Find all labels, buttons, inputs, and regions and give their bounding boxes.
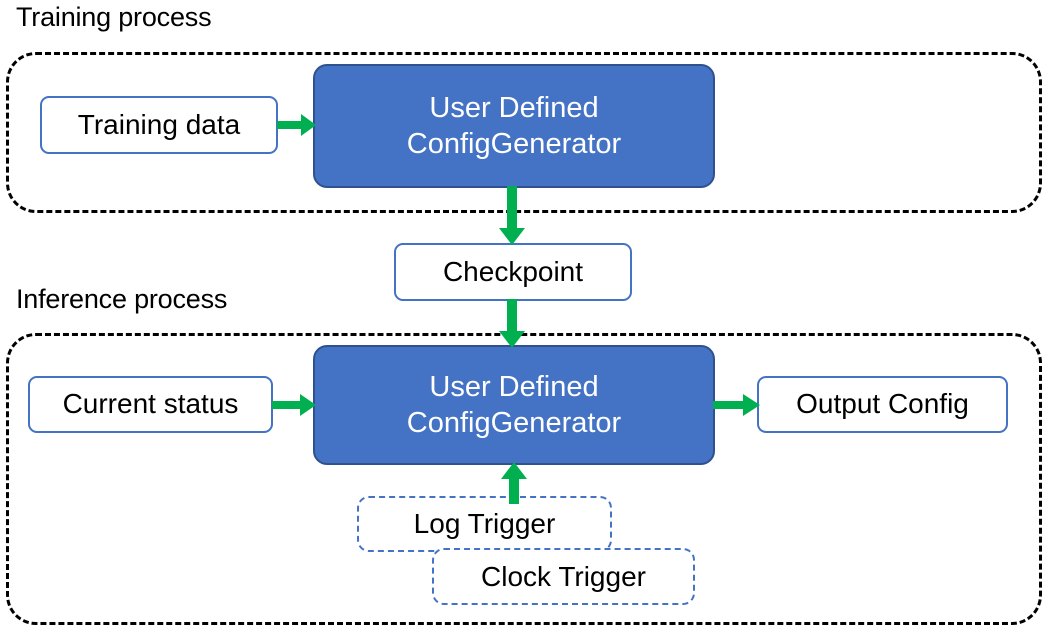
node-log-trigger[interactable]: Log Trigger bbox=[357, 496, 612, 552]
node-user-defined-configgenerator-inference[interactable]: User Defined ConfigGenerator bbox=[313, 345, 715, 465]
node-current-status[interactable]: Current status bbox=[28, 376, 273, 433]
generator-training-line1: User Defined bbox=[429, 91, 599, 124]
node-checkpoint-label: Checkpoint bbox=[442, 255, 584, 287]
generator-inference-line1: User Defined bbox=[429, 370, 599, 403]
node-clock-trigger[interactable]: Clock Trigger bbox=[432, 548, 695, 605]
arrow-log-trigger-to-generator-icon bbox=[499, 462, 529, 504]
training-process-title: Training process bbox=[16, 2, 212, 32]
node-training-data[interactable]: Training data bbox=[40, 96, 278, 154]
arrow-checkpoint-to-generator-icon bbox=[497, 299, 527, 349]
node-output-config-label: Output Config bbox=[796, 388, 969, 420]
node-output-config[interactable]: Output Config bbox=[757, 376, 1008, 433]
node-training-data-label: Training data bbox=[77, 108, 241, 140]
node-clock-trigger-label: Clock Trigger bbox=[481, 560, 646, 592]
inference-process-title: Inference process bbox=[16, 284, 228, 314]
arrow-training-data-to-generator-icon bbox=[277, 111, 317, 139]
node-current-status-label: Current status bbox=[62, 388, 239, 420]
node-log-trigger-label: Log Trigger bbox=[413, 508, 556, 539]
node-user-defined-configgenerator-training[interactable]: User Defined ConfigGenerator bbox=[313, 64, 715, 188]
generator-training-line2: ConfigGenerator bbox=[406, 128, 622, 160]
arrow-current-status-to-generator-icon bbox=[272, 391, 317, 419]
node-checkpoint[interactable]: Checkpoint bbox=[394, 243, 632, 301]
arrow-generator-to-output-config-icon bbox=[713, 391, 761, 419]
arrow-generator-to-checkpoint-icon bbox=[497, 186, 527, 246]
generator-inference-line2: ConfigGenerator bbox=[406, 407, 622, 439]
training-process-container bbox=[6, 52, 1042, 213]
inference-process-container bbox=[6, 333, 1042, 625]
